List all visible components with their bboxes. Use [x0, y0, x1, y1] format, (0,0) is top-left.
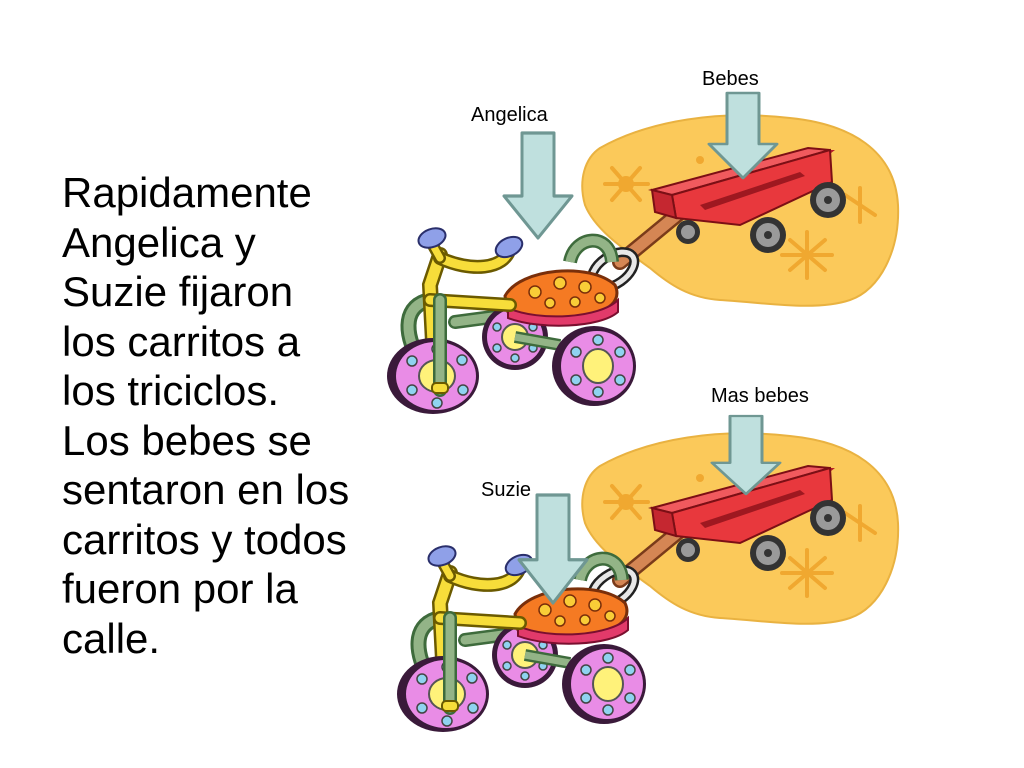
down-arrow-icon	[517, 493, 589, 605]
down-arrow-icon	[502, 131, 574, 240]
callout-suzie: Suzie	[481, 479, 532, 501]
body-line: Suzie fijaron	[62, 268, 294, 315]
callout-mas-bebes: Mas bebes	[711, 385, 809, 407]
bottom-scene	[397, 433, 898, 732]
body-line: los triciclos.	[62, 367, 280, 414]
body-line: calle.	[62, 614, 161, 662]
body-line: Los bebes se	[62, 416, 312, 464]
body-line: Rapidamente	[62, 169, 312, 216]
body-line: sentaron en los	[62, 466, 350, 513]
body-line: Angelica y	[62, 218, 256, 266]
body-line: carritos y todos	[62, 515, 347, 563]
callout-angelica: Angelica	[471, 104, 548, 126]
slide-body-text: Rapidamente Angelica y Suzie fijaron los…	[62, 168, 392, 663]
body-line: fueron por la	[62, 565, 298, 612]
body-line: los carritos a	[62, 317, 301, 365]
top-scene	[387, 91, 898, 414]
callout-bebes: Bebes	[702, 68, 759, 90]
tricycle-icon	[387, 225, 636, 414]
